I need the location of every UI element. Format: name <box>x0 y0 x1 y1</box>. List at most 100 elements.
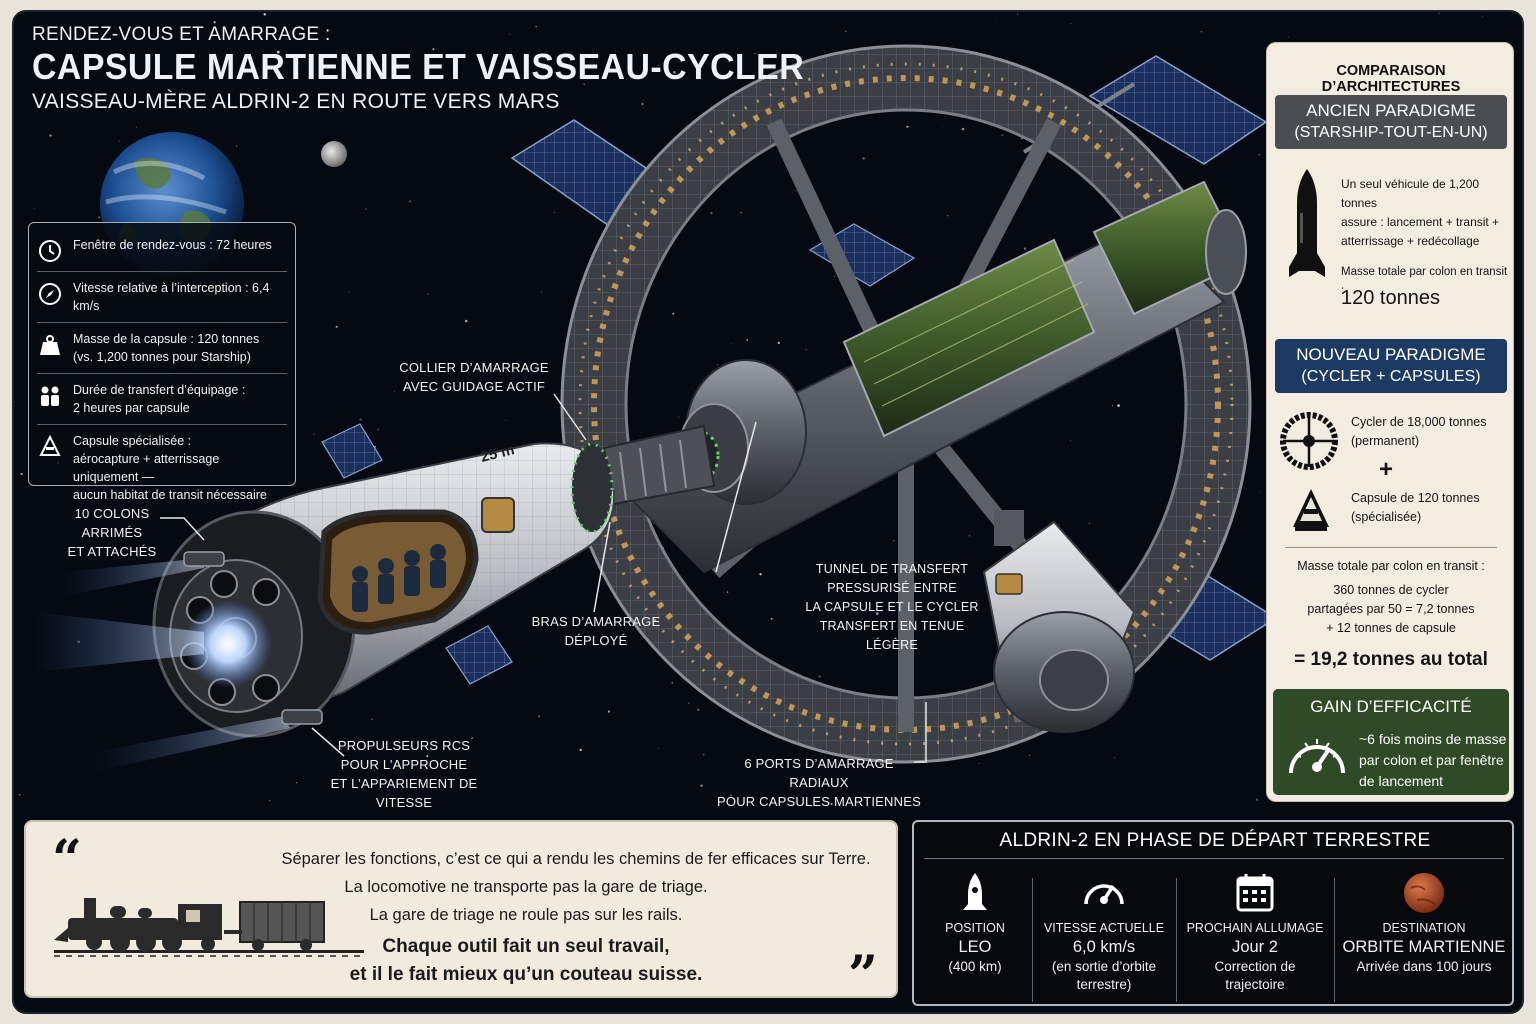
star <box>453 110 454 112</box>
star <box>673 71 676 74</box>
star <box>759 573 762 576</box>
header-kicker: RENDEZ-VOUS ET AMARRAGE : <box>32 24 331 45</box>
phase-col-velocity: VITESSE ACTUELLE 6,0 km/s (en sortie d’o… <box>1036 870 1172 1000</box>
star <box>730 343 732 345</box>
star <box>1017 13 1019 15</box>
new-paradigm-subtitle: (CYCLER + CAPSULES) <box>1301 368 1481 385</box>
star <box>1088 522 1090 524</box>
phase-label: DESTINATION <box>1382 921 1466 935</box>
efficiency-gain-box: GAIN D’EFFICACITÉ ~6 fois moins de masse… <box>1273 689 1509 795</box>
star <box>365 208 367 210</box>
moon <box>321 141 347 167</box>
star <box>136 126 138 128</box>
phase-value: Jour 2 <box>1232 938 1278 956</box>
fact-line: (vs. 1,200 tonnes pour Starship) <box>73 350 251 364</box>
phase-title: ALDRIN-2 EN PHASE DE DÉPART TERRESTRE <box>999 830 1431 851</box>
star <box>657 748 659 749</box>
star <box>432 48 435 51</box>
star <box>770 617 773 620</box>
new-mass-total: = 19,2 tonnes au total <box>1294 649 1488 670</box>
label-line: POUR L’APPROCHE <box>340 757 468 772</box>
main-engine-glow <box>184 600 272 688</box>
star <box>583 83 586 86</box>
phase-detail: Arrivée dans 100 jours <box>1356 959 1492 974</box>
star <box>393 390 395 392</box>
star <box>740 211 742 214</box>
calc-line: + 12 tonnes de capsule <box>1326 621 1456 635</box>
gain-text: ~6 fois moins de masse par colon et par … <box>1359 729 1506 792</box>
fact-line: 2 heures par capsule <box>73 401 190 415</box>
star <box>354 767 356 769</box>
quote-open-mark: “ <box>52 829 82 890</box>
star <box>119 140 121 142</box>
star <box>49 134 52 137</box>
star <box>359 418 363 421</box>
departure-phase-panel: ALDRIN-2 EN PHASE DE DÉPART TERRESTRE PO… <box>912 820 1514 1006</box>
star <box>754 52 756 55</box>
label-line: TRANSFERT EN TENUE LÉGÈRE <box>819 619 965 652</box>
old-paradigm-subtitle: (STARSHIP-TOUT-EN-UN) <box>1294 124 1488 141</box>
calendar-icon <box>1236 874 1274 912</box>
star <box>946 214 949 217</box>
callout-lines <box>160 393 927 763</box>
star <box>509 33 511 35</box>
star <box>471 737 474 740</box>
label-line: ET ATTACHÉS <box>67 544 157 559</box>
star <box>1001 134 1004 137</box>
page-title: CAPSULE MARTIENNE ET VAISSEAU-CYCLER <box>32 46 805 87</box>
star <box>1114 757 1115 758</box>
star <box>892 539 895 542</box>
docking-collar <box>570 442 614 534</box>
fact-specialized-capsule: Capsule spécialisée :aérocapture + atter… <box>37 425 287 511</box>
fact-line: aucun habitat de transit nécessaire <box>73 488 267 502</box>
star <box>377 428 379 431</box>
gauge-icon <box>1289 739 1345 774</box>
star <box>464 319 468 323</box>
label-line: DÉPLOYÉ <box>564 633 628 648</box>
star <box>1112 405 1114 407</box>
old-paradigm-desc: Un seul véhicule de 1,200 tonnes assure … <box>1341 175 1511 251</box>
locomotive-illustration <box>54 898 364 957</box>
star <box>805 766 807 767</box>
star <box>1117 404 1120 407</box>
star <box>658 65 660 67</box>
fact-line: Capsule spécialisée : <box>73 434 192 448</box>
new-paradigm-title: NOUVEAU PARADIGME <box>1296 345 1486 364</box>
star <box>455 810 457 812</box>
calc-line: 360 tonnes de cycler <box>1333 583 1449 597</box>
star <box>385 398 387 399</box>
star <box>727 591 729 593</box>
star <box>535 26 537 28</box>
transfer-tunnel <box>602 424 716 506</box>
star <box>818 675 821 678</box>
phase-detail: (en sortie d’orbite <box>1051 959 1157 974</box>
star <box>672 312 675 315</box>
star <box>729 794 733 797</box>
star <box>427 293 429 295</box>
label-line: ARRIMÉS <box>81 525 143 540</box>
star <box>607 710 611 713</box>
quote-emphasis: Chaque outil fait un seul travail, <box>382 936 670 957</box>
star <box>505 419 507 421</box>
phase-value: 6,0 km/s <box>1072 938 1136 956</box>
page-subtitle: VAISSEAU-MÈRE ALDRIN-2 EN ROUTE VERS MAR… <box>32 90 560 113</box>
quote-panel: “ ” Séparer les fonctions, c’est ce qui … <box>24 820 898 1002</box>
architecture-comparison-panel: COMPARAISON D’ARCHITECTURES ANCIEN PARAD… <box>1266 42 1514 802</box>
new-mass-calc: 360 tonnes de cycler partagées par 50 = … <box>1267 581 1515 638</box>
star <box>834 275 836 277</box>
star <box>371 718 373 721</box>
star <box>688 702 690 704</box>
key-facts-panel: Fenêtre de rendez-vous : 72 heures Vites… <box>28 222 296 502</box>
desc-line: Un seul véhicule de 1,200 tonnes <box>1341 177 1480 210</box>
quote-line: La locomotive ne transporte pas la gare … <box>344 878 708 896</box>
weight-icon <box>40 335 60 355</box>
star <box>1070 23 1072 25</box>
new-mass-label: Masse totale par colon en transit : <box>1297 559 1485 573</box>
star <box>830 803 833 805</box>
phase-detail: trajectoire <box>1225 977 1285 992</box>
old-mass-label: Masse totale par colon en transit : <box>1341 266 1508 297</box>
phase-detail: terrestre) <box>1076 977 1132 992</box>
label-line: AVEC GUIDAGE ACTIF <box>402 379 546 394</box>
